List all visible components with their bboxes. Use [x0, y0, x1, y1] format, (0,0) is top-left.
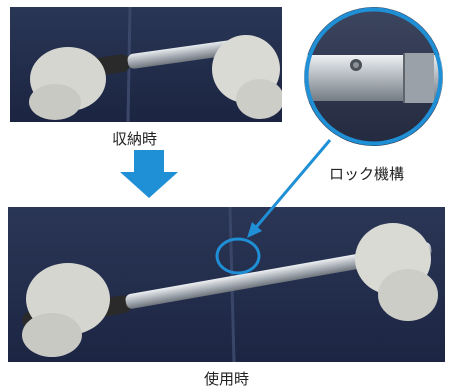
- label-stored: 収納時: [112, 130, 158, 148]
- label-lock-mechanism: ロック機構: [329, 165, 405, 183]
- photo-stored-image: [10, 7, 282, 122]
- photo-in-use-image: [8, 207, 445, 362]
- arrow-down-icon: [120, 150, 178, 198]
- lock-highlight-circle: [215, 237, 261, 275]
- label-in-use: 使用時: [204, 370, 250, 388]
- photo-in-use: [8, 207, 445, 362]
- photo-stored: [10, 7, 282, 122]
- zoom-circle-border: [304, 7, 443, 146]
- photo-lock-zoom: [304, 7, 443, 146]
